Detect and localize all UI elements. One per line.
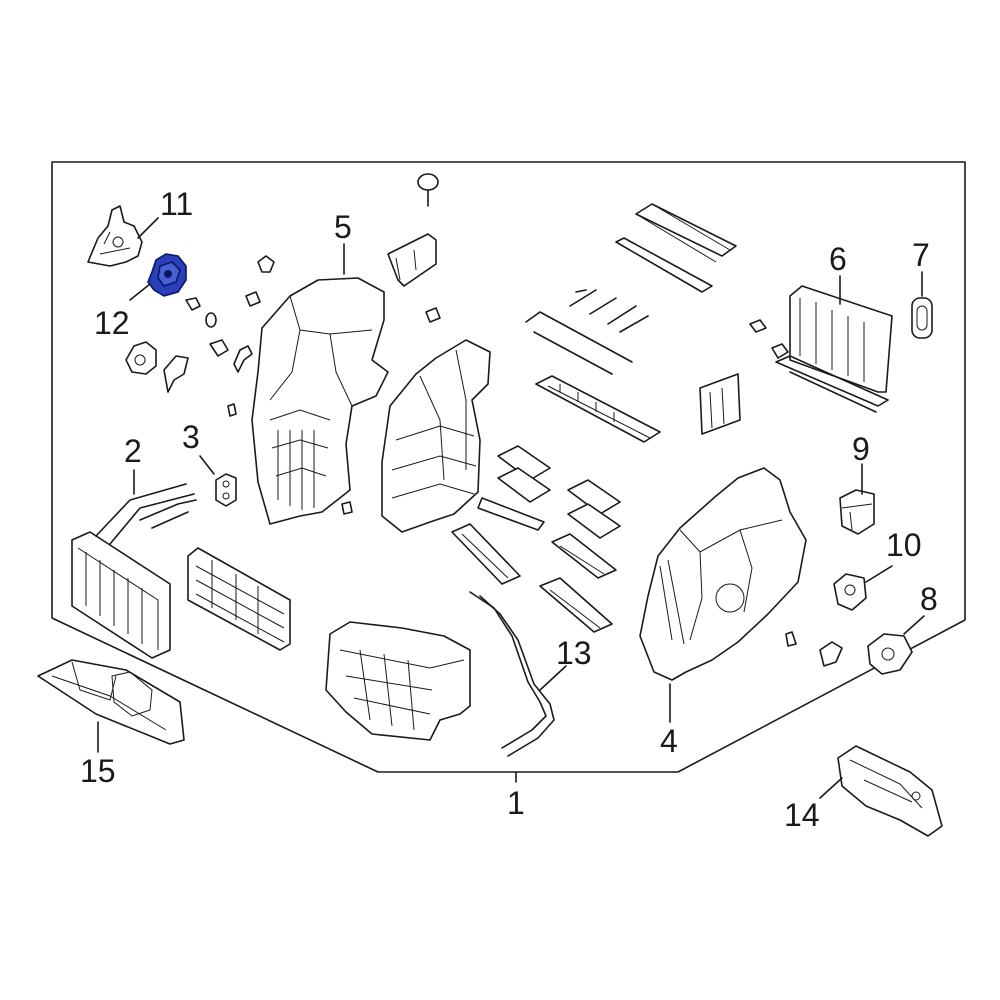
callout-3: 3 bbox=[182, 419, 200, 455]
part-4-lower-housing bbox=[639, 467, 807, 681]
part-lower-case bbox=[325, 621, 471, 741]
callout-9: 9 bbox=[852, 431, 870, 467]
leader-11 bbox=[137, 217, 159, 239]
callout-5: 5 bbox=[334, 209, 352, 245]
part-9-actuator bbox=[839, 489, 875, 535]
callout-13: 13 bbox=[556, 635, 592, 671]
part-2-heater-core bbox=[71, 483, 197, 659]
callout-7: 7 bbox=[912, 237, 930, 273]
callout-10: 10 bbox=[886, 527, 922, 563]
part-5-housing bbox=[251, 277, 389, 525]
callout-8: 8 bbox=[920, 581, 938, 617]
callout-14: 14 bbox=[784, 797, 820, 833]
callout-6: 6 bbox=[829, 241, 847, 277]
part-11-bracket bbox=[87, 205, 143, 267]
callout-1: 1 bbox=[507, 785, 525, 821]
part-evaporator bbox=[187, 547, 291, 651]
part-vents-center bbox=[451, 445, 621, 633]
callout-11: 11 bbox=[160, 186, 193, 222]
part-10-actuator bbox=[833, 573, 867, 611]
leader-8 bbox=[903, 615, 925, 635]
part-12-actuator bbox=[147, 253, 187, 297]
callout-2: 2 bbox=[124, 433, 142, 469]
assembly-outline bbox=[51, 161, 966, 773]
callout-12: 12 bbox=[94, 305, 130, 341]
part-7-grommet bbox=[911, 297, 933, 339]
part-bracket-upper bbox=[387, 233, 437, 287]
part-15-tray bbox=[37, 659, 185, 745]
leader-13 bbox=[539, 665, 567, 691]
part-6-frame bbox=[775, 285, 893, 413]
leader-3 bbox=[199, 455, 215, 475]
leader-10 bbox=[865, 565, 893, 583]
part-13-drain-tube bbox=[469, 591, 555, 757]
part-doors-center bbox=[525, 203, 741, 443]
part-small-lever bbox=[819, 641, 843, 667]
leader-12 bbox=[129, 283, 151, 301]
part-3-gasket bbox=[215, 473, 237, 507]
part-14-duct bbox=[837, 745, 943, 837]
leader-14 bbox=[819, 777, 843, 799]
part-center-duct bbox=[381, 339, 491, 533]
callout-4: 4 bbox=[660, 723, 678, 759]
callout-15: 15 bbox=[80, 753, 116, 789]
part-8-actuator bbox=[867, 633, 913, 675]
small-fasteners-left bbox=[125, 173, 797, 647]
